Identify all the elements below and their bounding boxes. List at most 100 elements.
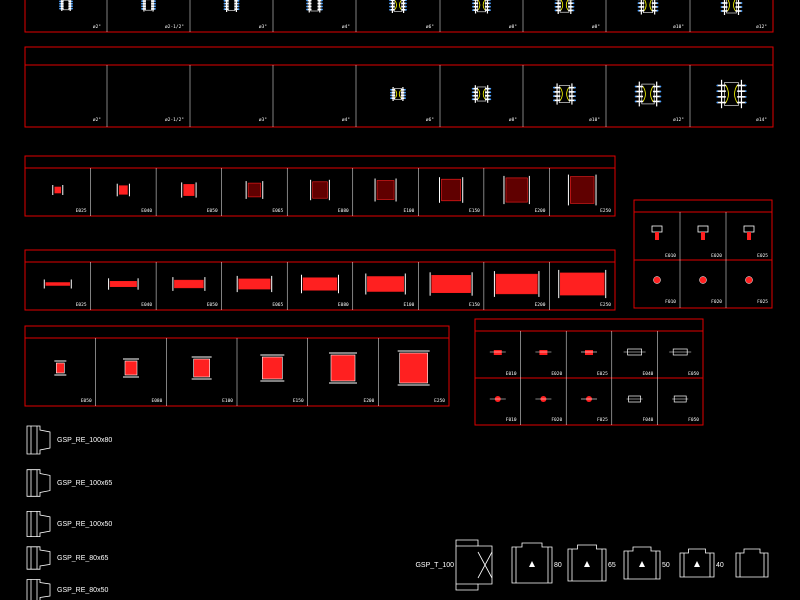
row5-cell-label: E050 <box>81 398 92 404</box>
flange-bolt <box>60 7 64 10</box>
flange-bolt <box>485 94 491 97</box>
bolt-nut <box>471 91 474 94</box>
reducer-label: GSP_RE_80x50 <box>57 587 108 594</box>
bolt-nut <box>553 95 555 98</box>
flange-bolt <box>400 94 405 97</box>
reducer-outline <box>26 511 51 537</box>
flange-bolt <box>484 5 490 8</box>
flange-bolt <box>401 2 406 5</box>
bolt-nut <box>716 84 719 87</box>
mr-top-label: E010 <box>506 371 517 377</box>
bolt-nut <box>634 95 637 98</box>
bolt-nut <box>489 87 492 90</box>
mr-bottom-label: F020 <box>551 417 562 423</box>
bolt-nut <box>223 0 226 2</box>
bolt-nut <box>59 0 61 3</box>
bolt-nut <box>471 98 474 101</box>
flange-bolt <box>142 2 146 5</box>
bolt-nut <box>744 84 747 87</box>
flange-bolt <box>142 8 146 10</box>
joint-body <box>174 279 204 289</box>
fitting-bellow <box>560 0 569 11</box>
bolt-nut <box>744 101 747 104</box>
bolt-nut <box>141 7 143 10</box>
bolt-nut <box>405 0 407 2</box>
mr-top-label: E040 <box>643 371 654 377</box>
flange-bolt <box>555 9 561 12</box>
flange-bolt <box>390 0 395 1</box>
flange-bolt <box>473 5 479 8</box>
row3-cell-label: E040 <box>141 208 152 214</box>
tee-arrow <box>584 561 590 567</box>
row2-cell-label: ø14" <box>756 117 767 123</box>
flange-bolt <box>307 8 312 11</box>
valve-stem <box>747 232 751 240</box>
fitting-body <box>726 0 737 14</box>
joint-body <box>505 177 528 203</box>
row1-cell-label: ø3" <box>259 24 267 30</box>
mr-top-body <box>585 350 593 355</box>
bolt-nut <box>489 94 492 97</box>
flange-bolt <box>652 100 661 103</box>
flange-bolt <box>60 0 64 3</box>
bolt-nut <box>141 0 143 2</box>
bolt-nut <box>71 2 73 5</box>
bolt-nut <box>656 6 659 8</box>
flange-bolt <box>224 2 229 5</box>
bolt-nut <box>390 88 392 91</box>
flange-bolt <box>307 5 312 8</box>
rt-top-label: E020 <box>711 253 722 259</box>
row3-cell-label: E080 <box>338 208 349 214</box>
rt-bottom-label: F010 <box>665 299 676 305</box>
bolt-nut <box>659 90 662 93</box>
tee-outline <box>511 542 553 584</box>
bolt-nut <box>404 91 406 94</box>
fitting-body <box>642 0 654 13</box>
bolt-nut <box>471 87 474 90</box>
flange-bolt <box>472 91 478 94</box>
row3-cell-label: E200 <box>535 208 546 214</box>
fitting-bellow <box>395 90 401 98</box>
flange-bolt <box>735 6 742 8</box>
mr-top-label: E025 <box>597 371 608 377</box>
fitting-bellow <box>394 0 402 10</box>
reducer-outline <box>26 425 51 455</box>
bolt-nut <box>154 7 156 10</box>
joint-body <box>367 276 405 292</box>
unit-body <box>124 360 138 376</box>
row4-cell-label: E050 <box>207 302 218 308</box>
valve-port <box>699 276 707 284</box>
fitting-body <box>144 0 153 11</box>
bolt-nut <box>634 85 637 88</box>
bolt-nut <box>574 86 576 89</box>
row2-panel: ø2"ø2-1/2"ø3"ø4"ø6"ø8"ø10"ø12"ø14" <box>24 46 774 128</box>
bolt-nut <box>572 5 575 8</box>
flange-bolt <box>68 0 72 3</box>
bolt-nut <box>405 2 407 5</box>
flange-bolt <box>400 91 405 94</box>
row5-cell-label: E100 <box>222 398 233 404</box>
flange-bolt <box>151 0 155 2</box>
bolt-nut <box>716 90 719 93</box>
mr-top-label: E020 <box>551 371 562 377</box>
bolt-nut <box>659 100 662 103</box>
bolt-nut <box>572 0 575 1</box>
flange-bolt <box>717 84 726 87</box>
row2-cell-label: ø10" <box>589 117 600 123</box>
flange-bolt <box>485 98 491 101</box>
bolt-nut <box>306 8 308 11</box>
tee-main-outline <box>455 539 493 591</box>
row2-cell-label: ø2" <box>93 117 101 123</box>
flange-bolt <box>317 8 322 11</box>
fitting-body <box>558 85 571 103</box>
flange-bolt <box>473 0 479 1</box>
reducer-label: GSP_RE_100x80 <box>57 437 112 444</box>
row1-panel: ø2"ø2-1/2"ø3"ø4"ø6"ø8"ø8"ø10"ø12" <box>24 0 774 33</box>
tee-size-label: 40 <box>716 562 724 569</box>
bolt-nut <box>390 91 392 94</box>
flange-bolt <box>651 9 658 12</box>
